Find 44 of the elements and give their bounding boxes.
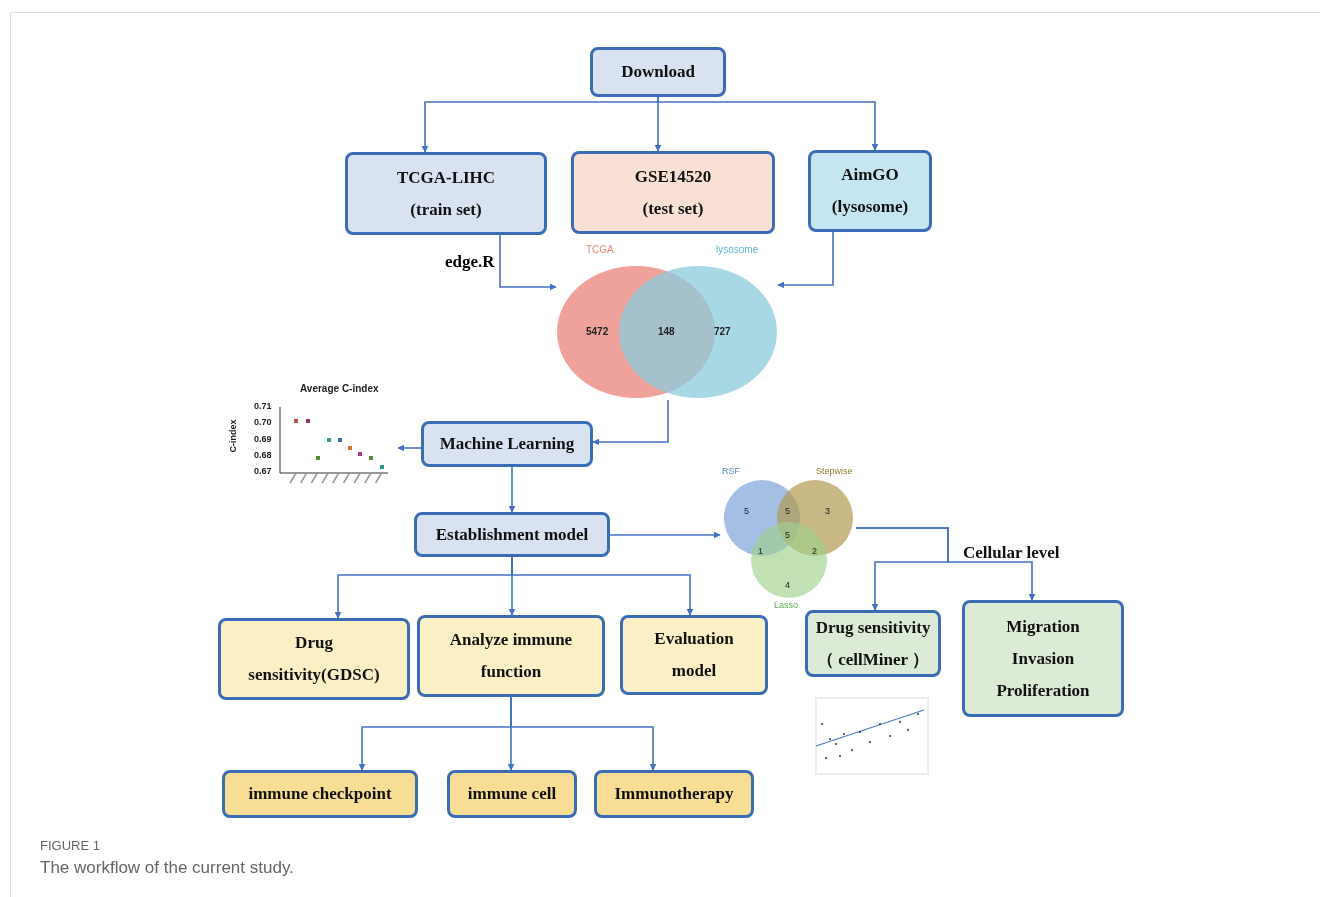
- process-box: AimGO (lysosome): [808, 150, 932, 232]
- process-box: Machine Learning: [421, 421, 593, 467]
- arrow: [510, 696, 657, 771]
- caption: The workflow of the current study.: [40, 858, 294, 878]
- process-box: immune checkpoint: [222, 770, 418, 818]
- set-label: Stepwise: [816, 466, 853, 476]
- process-box: TCGA-LIHC (train set): [345, 152, 547, 235]
- set-label: lysosome: [716, 244, 759, 255]
- process-box: Establishment model: [414, 512, 610, 557]
- process-box: Analyze immune function: [417, 615, 605, 697]
- tick-label: 0.70: [254, 417, 272, 427]
- arrow: [499, 234, 557, 291]
- process-box: Migration Invasion Proliferation: [962, 600, 1124, 717]
- process-box: Drug sensitivity(GDSC): [218, 618, 410, 700]
- set-label: RSF: [722, 466, 740, 476]
- tick-label: 0.71: [254, 401, 272, 411]
- process-box: Evaluation model: [620, 615, 768, 695]
- set-label: TCGA: [586, 244, 614, 255]
- edge-label: edge.R: [445, 252, 495, 272]
- process-box: GSE14520 (test set): [571, 151, 775, 234]
- arrow: [657, 96, 879, 151]
- count-label: 3: [825, 506, 830, 516]
- count-label: 4: [785, 580, 790, 590]
- arrow: [397, 444, 422, 452]
- tick-label: 0.68: [254, 450, 272, 460]
- arrow: [511, 556, 694, 616]
- axis-title: C-index: [227, 419, 238, 453]
- arrow: [777, 231, 834, 289]
- figure-label: FIGURE 1: [40, 838, 100, 853]
- arrow: [609, 531, 721, 539]
- arrow: [592, 399, 669, 446]
- process-box: Drug sensitivity（ cellMiner ）: [805, 610, 941, 677]
- level-label: Cellular level: [963, 543, 1060, 563]
- tick-label: 0.69: [254, 434, 272, 444]
- set-label: Lasso: [774, 600, 799, 610]
- process-box: Download: [590, 47, 726, 97]
- process-box: immune cell: [447, 770, 577, 818]
- arrow: [855, 527, 1036, 601]
- arrow: [508, 466, 516, 513]
- process-box: Immunotherapy: [594, 770, 754, 818]
- count-label: 727: [714, 326, 731, 337]
- chart-title: Average C-index: [300, 383, 379, 394]
- count-label: 2: [812, 546, 817, 556]
- tick-label: 0.67: [254, 466, 272, 476]
